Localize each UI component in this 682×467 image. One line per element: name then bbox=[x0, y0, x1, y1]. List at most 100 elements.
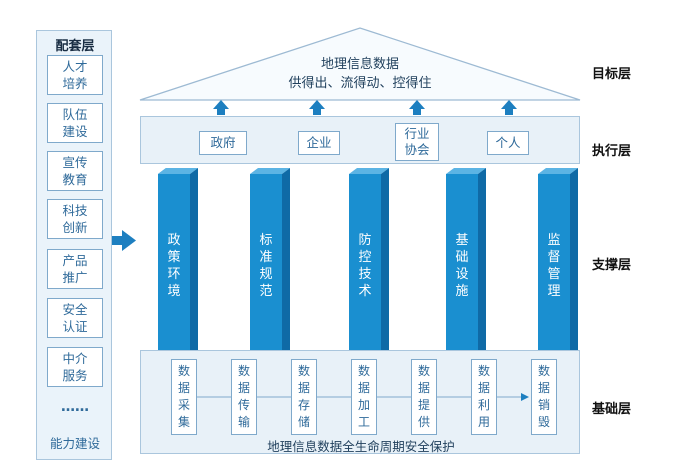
side-item-line2: 建设 bbox=[62, 124, 88, 139]
exec-item-label: 个人 bbox=[495, 135, 521, 150]
layer-label-support: 支撑层 bbox=[592, 258, 632, 273]
pillar-char: 督 bbox=[547, 250, 561, 265]
flow-line bbox=[171, 393, 529, 401]
roof-triangle bbox=[139, 27, 581, 101]
side-item-line2: 创新 bbox=[62, 220, 88, 235]
lifecycle-step: 数 据 销 毁 bbox=[531, 359, 557, 435]
pillar-column bbox=[158, 168, 198, 356]
side-item-line2: 教育 bbox=[62, 172, 88, 187]
support-panel: 配套层 人才 培养 队伍 建设 宣传 教育 科技 创新 产品 推广 安全 认证 … bbox=[36, 30, 112, 460]
side-bottom-label: 能力建设 bbox=[49, 436, 100, 451]
step-char: 输 bbox=[237, 415, 250, 429]
side-item-line1: 人才 bbox=[62, 59, 88, 74]
step-char: 据 bbox=[357, 381, 370, 395]
foundation-band: 数 据 采 集 数 据 传 输 数 据 存 储 数 据 加 工 数 据 提 供 … bbox=[140, 350, 580, 454]
support-panel-title: 配套层 bbox=[55, 39, 95, 54]
pillar-label: 标 准 规 范 bbox=[253, 232, 279, 300]
step-char: 利 bbox=[477, 398, 490, 412]
pillar-column bbox=[446, 168, 486, 356]
side-item-line1: 科技 bbox=[62, 203, 88, 218]
step-char: 集 bbox=[177, 415, 190, 429]
lifecycle-step: 数 据 传 输 bbox=[231, 359, 257, 435]
flow-arrow-icon bbox=[521, 393, 529, 401]
side-item-line2: 认证 bbox=[62, 319, 88, 334]
step-char: 传 bbox=[237, 398, 250, 412]
step-char: 销 bbox=[537, 398, 550, 412]
side-item-line1: 队伍 bbox=[62, 107, 88, 122]
side-ellipsis: …… bbox=[61, 399, 89, 415]
exec-item-label-2: 协会 bbox=[404, 142, 430, 157]
step-char: 据 bbox=[417, 381, 430, 395]
pillar-label: 政 策 环 境 bbox=[161, 232, 187, 300]
side-item: 安全 认证 bbox=[47, 298, 103, 338]
step-char: 提 bbox=[417, 398, 430, 412]
layer-label-execution: 执行层 bbox=[592, 144, 632, 159]
side-item-line2: 培养 bbox=[62, 76, 88, 91]
lifecycle-step: 数 据 加 工 bbox=[351, 359, 377, 435]
pillar-char: 基 bbox=[455, 233, 469, 248]
pillar-char: 策 bbox=[167, 250, 181, 265]
side-item-line2: 推广 bbox=[62, 270, 88, 285]
exec-item-label: 企业 bbox=[306, 135, 332, 150]
pillar-char: 技 bbox=[358, 267, 372, 282]
side-item-line1: 中介 bbox=[62, 351, 88, 366]
execution-band: 政府 企业 行业 协会 个人 bbox=[140, 116, 580, 164]
pillar-char: 控 bbox=[358, 250, 372, 265]
side-item: 科技 创新 bbox=[47, 199, 103, 239]
pillar-char: 设 bbox=[455, 267, 469, 282]
up-arrow-icon bbox=[501, 100, 517, 115]
pillar-column bbox=[349, 168, 389, 356]
pillar-char: 管 bbox=[547, 267, 561, 282]
side-item-line1: 产品 bbox=[62, 253, 88, 268]
step-char: 数 bbox=[357, 364, 370, 378]
step-char: 工 bbox=[357, 415, 370, 429]
pillar-char: 监 bbox=[547, 233, 561, 248]
step-char: 数 bbox=[477, 364, 490, 378]
pillar-char: 础 bbox=[455, 250, 469, 265]
pillar-char: 范 bbox=[259, 284, 273, 299]
pillar-label: 基 础 设 施 bbox=[449, 232, 475, 300]
step-char: 数 bbox=[297, 364, 310, 378]
layer-label-goal: 目标层 bbox=[592, 67, 632, 82]
step-char: 数 bbox=[537, 364, 550, 378]
step-char: 据 bbox=[537, 381, 550, 395]
step-char: 用 bbox=[477, 415, 490, 429]
step-char: 据 bbox=[297, 381, 310, 395]
pillar-char: 规 bbox=[259, 267, 273, 282]
lifecycle-step: 数 据 存 储 bbox=[291, 359, 317, 435]
side-item: 宣传 教育 bbox=[47, 151, 103, 191]
up-arrow-icon bbox=[409, 100, 425, 115]
step-char: 据 bbox=[237, 381, 250, 395]
foundation-caption: 地理信息数据全生命周期安全保护 bbox=[267, 439, 455, 454]
side-item-line1: 安全 bbox=[62, 302, 88, 317]
pillar-char: 施 bbox=[455, 284, 469, 299]
step-char: 据 bbox=[177, 381, 190, 395]
pillar-char: 理 bbox=[547, 284, 561, 299]
step-char: 存 bbox=[297, 398, 310, 412]
side-item: 队伍 建设 bbox=[47, 103, 103, 143]
exec-item-label: 政府 bbox=[210, 135, 236, 150]
side-item: 人才 培养 bbox=[47, 55, 103, 95]
step-char: 数 bbox=[417, 364, 430, 378]
step-char: 供 bbox=[417, 415, 430, 429]
step-char: 数 bbox=[177, 364, 190, 378]
up-arrow-icon bbox=[309, 100, 325, 115]
pillar-char: 标 bbox=[259, 233, 273, 248]
pillar-label: 监 督 管 理 bbox=[541, 232, 567, 300]
exec-item-enterprise: 企业 bbox=[298, 131, 340, 155]
pillar-char: 境 bbox=[167, 284, 181, 299]
up-arrow-icon bbox=[213, 100, 229, 115]
pillar-char: 术 bbox=[358, 284, 372, 299]
step-char: 数 bbox=[237, 364, 250, 378]
pillar-column bbox=[250, 168, 290, 356]
pillar-char: 政 bbox=[167, 233, 181, 248]
right-arrow-icon bbox=[112, 230, 136, 251]
exec-item-label: 行业 bbox=[404, 126, 430, 141]
lifecycle-step: 数 据 提 供 bbox=[411, 359, 437, 435]
side-item-line1: 宣传 bbox=[62, 155, 88, 170]
step-char: 加 bbox=[357, 398, 370, 412]
pillar-char: 防 bbox=[358, 233, 372, 248]
step-char: 储 bbox=[297, 415, 310, 429]
pillar-column bbox=[538, 168, 578, 356]
lifecycle-step: 数 据 采 集 bbox=[171, 359, 197, 435]
